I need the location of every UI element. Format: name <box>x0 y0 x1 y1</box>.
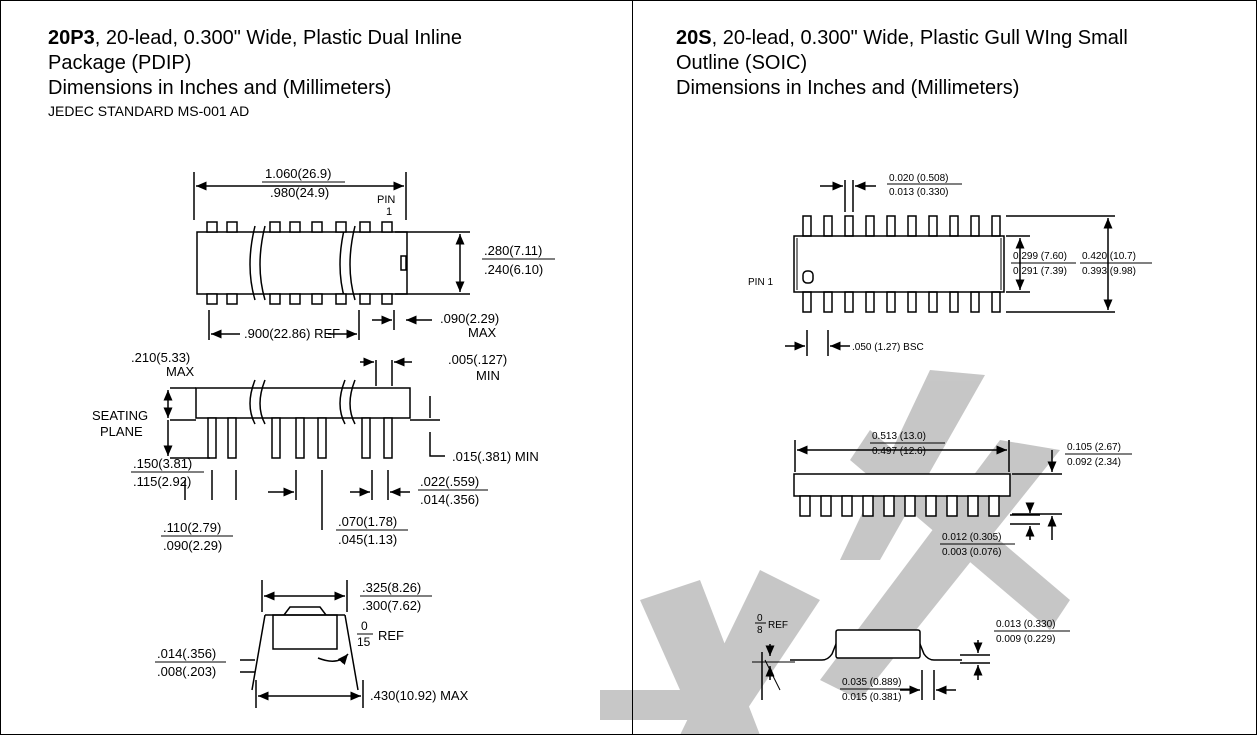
pdip-end-view <box>240 580 364 708</box>
soic-len-max: 0.513 (13.0) <box>872 431 926 442</box>
pdip-height-max-word: MAX <box>166 364 195 379</box>
pdip-pin-num: 1 <box>386 206 392 218</box>
pdip-lead-len-max: .150(3.81) <box>133 456 192 471</box>
soic-end-view <box>752 629 990 700</box>
soic-top-view <box>785 180 1115 356</box>
pdip-pin-label: PIN <box>377 194 395 206</box>
pdip-pitch-min: .090(2.29) <box>163 538 222 553</box>
pdip-ref-length: .900(22.86) REF <box>244 326 340 341</box>
soic-foot-min: 0.015 (0.381) <box>842 692 902 703</box>
pdip-thick-min: .008(.203) <box>157 664 216 679</box>
soic-span-max: 0.420 (10.7) <box>1082 251 1136 262</box>
pdip-side-view <box>163 357 445 530</box>
pdip-len-max: 1.060(26.9) <box>265 166 332 181</box>
soic-thick-max: 0.013 (0.330) <box>996 619 1056 630</box>
pdip-len-min: .980(24.9) <box>270 185 329 200</box>
pdip-width-min: .240(6.10) <box>484 262 543 277</box>
soic-angle-bottom: 8 <box>757 625 763 636</box>
soic-lead-w-max: 0.020 (0.508) <box>889 173 949 184</box>
right-title-line2: Outline (SOIC) <box>676 52 808 74</box>
left-title: , 20-lead, 0.300" Wide, Plastic Dual Inl… <box>94 27 463 49</box>
seating-label-1: SEATING <box>92 408 148 423</box>
left-package-code: 20P3 <box>48 27 95 49</box>
soic-height-min: 0.092 (2.34) <box>1067 457 1121 468</box>
left-title-line2: Package (PDIP) <box>48 52 192 74</box>
left-dims-line: Dimensions in Inches and (Millimeters) <box>48 77 392 99</box>
pdip-row-min: .300(7.62) <box>362 598 421 613</box>
pdip-gap-min-word: MIN <box>476 368 500 383</box>
pdip-width-max: .280(7.11) <box>484 243 542 258</box>
soic-height-max: 0.105 (2.67) <box>1067 442 1121 453</box>
soic-standoff-min: 0.003 (0.076) <box>942 547 1002 558</box>
soic-angle-ref: REF <box>768 620 788 631</box>
pdip-span: .430(10.92) MAX <box>370 688 469 703</box>
column-divider <box>632 0 633 735</box>
soic-span-min: 0.393 (9.98) <box>1082 266 1136 277</box>
pdip-pitch-max: .110(2.79) <box>163 520 221 535</box>
pdip-lead-w-max: .022(.559) <box>420 474 479 489</box>
pdip-angle-ref: REF <box>378 628 404 643</box>
pdip-angle-bottom: 15 <box>357 635 371 649</box>
soic-body-w-max: 0.299 (7.60) <box>1013 251 1067 262</box>
soic-len-min: 0.497 (12.6) <box>872 446 926 457</box>
soic-angle-top: 0 <box>757 613 763 624</box>
right-package-code: 20S <box>676 27 712 49</box>
pdip-end-max: .090(2.29) <box>440 311 499 326</box>
soic-pitch: .050 (1.27) BSC <box>852 342 924 353</box>
right-heading: 20S, 20-lead, 0.300" Wide, Plastic Gull … <box>676 26 1128 101</box>
right-title: , 20-lead, 0.300" Wide, Plastic Gull WIn… <box>711 27 1128 49</box>
pdip-thick-max: .014(.356) <box>157 646 216 661</box>
soic-body-w-min: 0.291 (7.39) <box>1013 266 1067 277</box>
pdip-height-max: .210(5.33) <box>131 350 190 365</box>
left-jedec: JEDEC STANDARD MS-001 AD <box>48 103 250 119</box>
pdip-end-max-word: MAX <box>468 325 497 340</box>
seating-label-2: PLANE <box>100 424 143 439</box>
pdip-standoff: .015(.381) MIN <box>452 449 539 464</box>
left-heading: 20P3, 20-lead, 0.300" Wide, Plastic Dual… <box>48 26 462 121</box>
pdip-lead-len-min: .115(2.92) <box>133 474 191 489</box>
pdip-lead-w-min: .014(.356) <box>420 492 479 507</box>
pdip-angle-top: 0 <box>361 619 368 633</box>
pdip-row-max: .325(8.26) <box>362 580 421 595</box>
soic-lead-w-min: 0.013 (0.330) <box>889 187 949 198</box>
soic-thick-min: 0.009 (0.229) <box>996 634 1056 645</box>
pdip-gap-min: .005(.127) <box>448 352 507 367</box>
soic-standoff-max: 0.012 (0.305) <box>942 532 1002 543</box>
pdip-shoulder-min: .045(1.13) <box>338 532 397 547</box>
right-dims-line: Dimensions in Inches and (Millimeters) <box>676 77 1020 99</box>
pdip-top-view <box>193 172 470 340</box>
pdip-shoulder-max: .070(1.78) <box>338 514 397 529</box>
soic-foot-max: 0.035 (0.889) <box>842 677 902 688</box>
soic-pin1: PIN 1 <box>748 277 773 288</box>
soic-side-view <box>793 440 1062 540</box>
